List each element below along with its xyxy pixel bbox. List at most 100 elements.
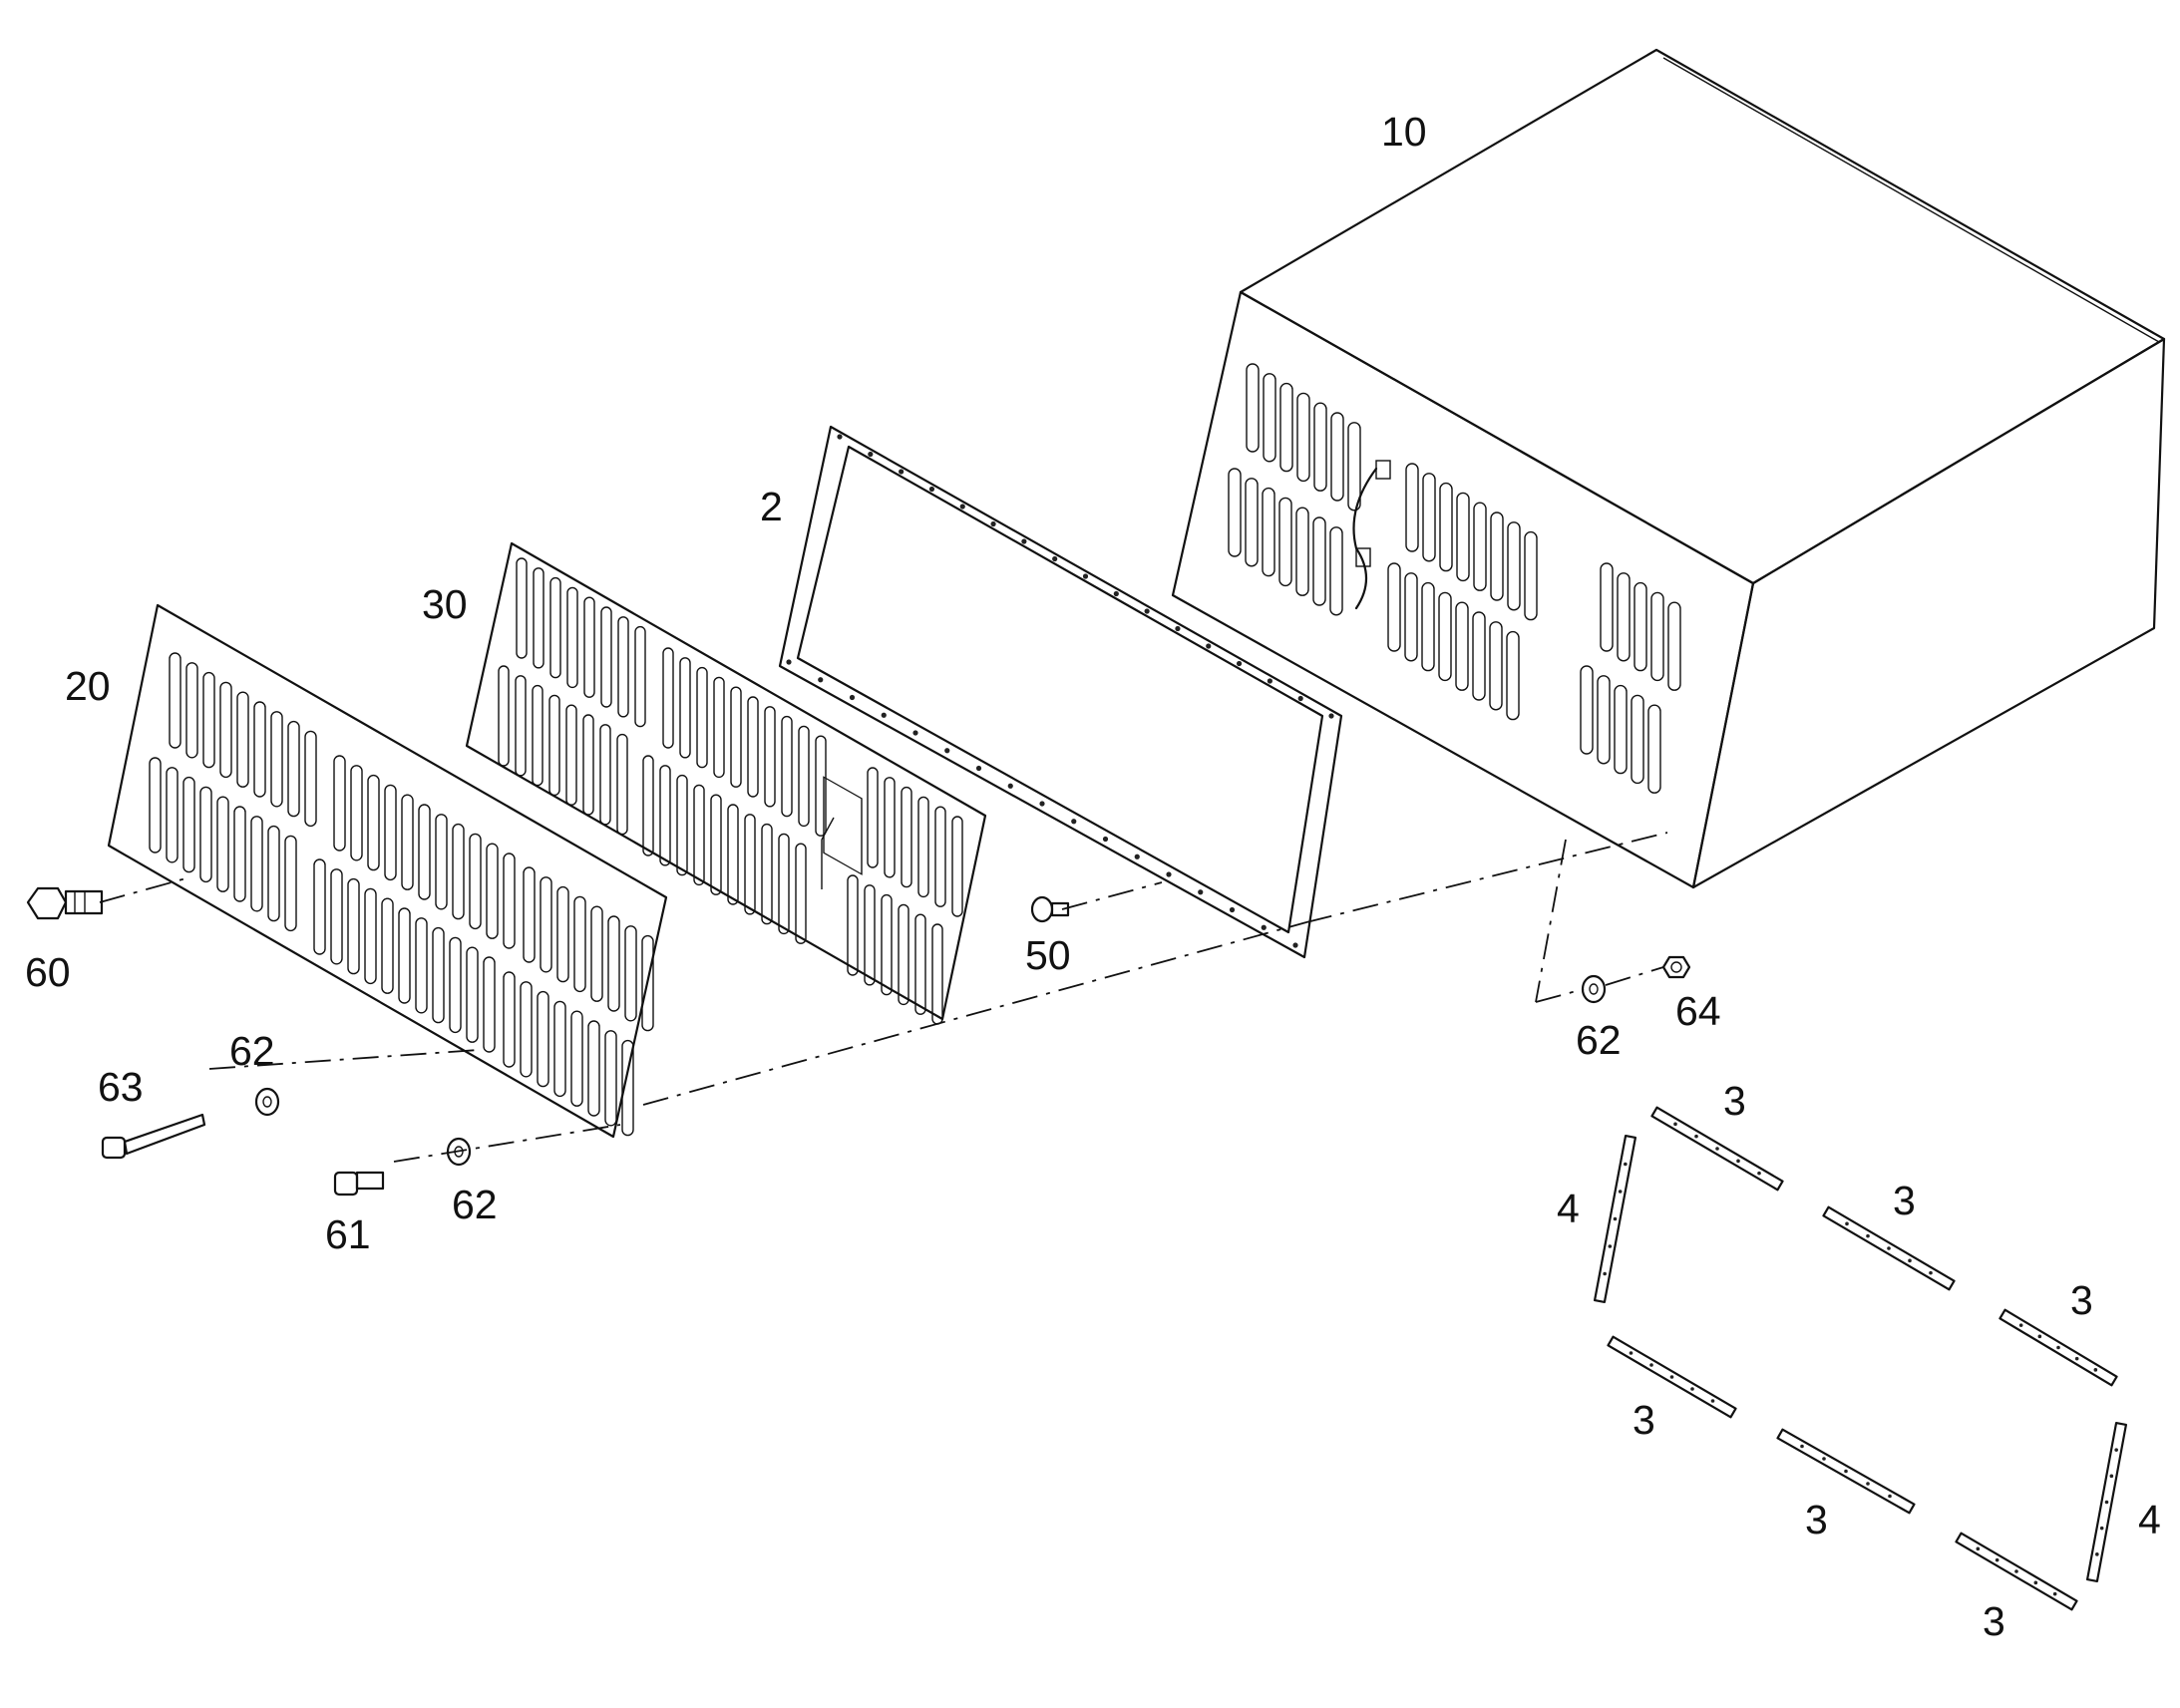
vent-slot xyxy=(532,684,544,787)
front-grille-part-20 xyxy=(107,603,668,1139)
vent-slot xyxy=(1507,521,1521,611)
gasket-hole xyxy=(786,659,792,665)
gasket-holes xyxy=(786,434,1334,948)
vent-slot xyxy=(169,652,182,749)
vent-slot xyxy=(253,701,266,798)
vent-slot xyxy=(1600,562,1614,652)
vent-slot xyxy=(600,606,612,708)
vent-slot xyxy=(881,893,893,996)
strip-hole xyxy=(1822,1457,1826,1461)
vent-slot xyxy=(466,946,479,1043)
strip-hole xyxy=(1603,1271,1607,1276)
vent-slot xyxy=(642,755,654,856)
vent-slot xyxy=(1617,572,1631,662)
strip-hole xyxy=(1736,1159,1740,1164)
vent-slot xyxy=(864,884,876,986)
vent-slot xyxy=(1404,572,1418,662)
strip-hole xyxy=(2104,1500,2109,1505)
vent-slot xyxy=(1438,591,1452,682)
housing-handle xyxy=(1352,467,1378,610)
strip-hole xyxy=(1673,1122,1677,1127)
vent-slot xyxy=(333,755,346,852)
vent-slot xyxy=(347,877,360,975)
label-64: 64 xyxy=(1675,988,1721,1034)
vent-slot xyxy=(149,757,162,854)
gasket-hole xyxy=(881,712,887,718)
label-61: 61 xyxy=(325,1211,371,1257)
strip-hole xyxy=(1690,1387,1694,1391)
bolt-part-63 xyxy=(101,1113,206,1160)
vent-slot xyxy=(616,733,628,836)
vent-slot xyxy=(1634,581,1647,672)
vent-slot xyxy=(710,794,722,895)
vent-slot xyxy=(713,676,725,779)
vent-slot xyxy=(556,885,569,983)
gasket-hole xyxy=(928,486,935,493)
vent-slot xyxy=(764,706,776,808)
vent-slot xyxy=(1312,516,1326,606)
strip-hole xyxy=(1618,1190,1623,1194)
gasket-hole xyxy=(1144,608,1150,614)
vent-slot xyxy=(1650,591,1664,682)
label-30: 30 xyxy=(422,581,468,627)
vent-slot xyxy=(730,686,742,788)
strip-hole xyxy=(1649,1363,1653,1367)
vent-slot xyxy=(202,671,215,769)
vent-slot xyxy=(778,833,790,935)
label-4-a: 4 xyxy=(1557,1186,1580,1231)
vent-slot xyxy=(516,557,528,659)
vent-slot xyxy=(573,895,586,993)
vent-slot xyxy=(621,1039,634,1137)
vent-slot xyxy=(515,675,527,777)
vent-slot xyxy=(304,730,317,828)
strip-hole xyxy=(2074,1356,2079,1361)
vent-slot xyxy=(199,786,212,883)
vent-slot xyxy=(313,858,326,955)
label-62-c: 62 xyxy=(1576,1017,1622,1063)
vent-slot xyxy=(1524,530,1538,621)
gasket-hole xyxy=(818,677,824,683)
washer-part-62-c xyxy=(1581,974,1607,1004)
label-50: 50 xyxy=(1025,932,1071,978)
label-10: 10 xyxy=(1381,109,1427,155)
gasket-hole xyxy=(1261,924,1267,930)
vent-slot xyxy=(1490,512,1504,601)
strip-hole xyxy=(2037,1334,2042,1339)
vent-slot xyxy=(1262,487,1275,577)
gasket-hole xyxy=(1229,906,1236,913)
strip-hole xyxy=(2052,1591,2057,1596)
strip-hole xyxy=(2014,1569,2018,1573)
vent-slot xyxy=(1580,665,1594,755)
label-4-b: 4 xyxy=(2138,1497,2161,1542)
gasket-hole xyxy=(1236,660,1243,667)
gasket-hole xyxy=(959,504,965,510)
vent-slot xyxy=(901,786,912,888)
vent-slot xyxy=(284,835,297,932)
vent-slot xyxy=(166,767,179,863)
strip-hole xyxy=(1757,1171,1761,1176)
strip-hole xyxy=(1669,1375,1674,1379)
gasket-hole xyxy=(1071,819,1077,825)
gasket-hole xyxy=(1113,590,1119,597)
strip-hole xyxy=(2114,1448,2118,1452)
vent-slot xyxy=(641,934,654,1032)
bolt-part-60 xyxy=(26,886,104,920)
gasket-hole xyxy=(1292,942,1298,948)
vent-slot xyxy=(1473,502,1487,591)
label-60: 60 xyxy=(25,949,71,995)
vent-slot xyxy=(566,586,578,689)
strip-hole xyxy=(1929,1270,1933,1275)
strip-hole xyxy=(1694,1134,1698,1139)
vent-slot xyxy=(781,715,793,818)
vent-slot xyxy=(520,981,533,1078)
label-3-e: 3 xyxy=(1805,1497,1828,1542)
vent-slot xyxy=(1631,694,1644,785)
gasket-hole xyxy=(1007,783,1013,789)
vent-slot xyxy=(914,913,926,1015)
vent-slot xyxy=(761,823,773,925)
gasket-hole xyxy=(990,520,996,527)
vent-slot xyxy=(435,814,448,910)
gasket-hole xyxy=(944,748,950,754)
label-20: 20 xyxy=(65,663,111,709)
